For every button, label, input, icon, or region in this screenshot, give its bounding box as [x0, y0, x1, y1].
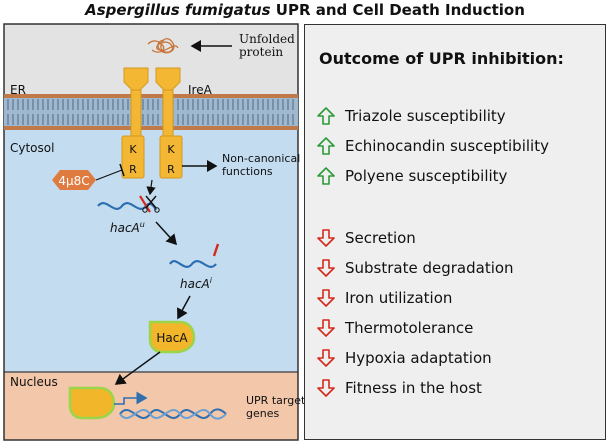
decreased-item-label: Substrate degradation: [345, 259, 514, 277]
hacA-i-mrna: [169, 260, 217, 268]
unfolded-protein-icon: [147, 38, 179, 54]
inhibitor-label: 4μ8C: [58, 174, 89, 188]
outcome-heading: Outcome of UPR inhibition:: [319, 49, 564, 68]
title-species: Aspergillus fumigatus: [85, 1, 271, 19]
er-lumen: [4, 24, 298, 96]
noncanonical-label: Non-canonical functions: [222, 152, 304, 178]
kinase-label-left: K: [129, 143, 137, 156]
increased-item-label: Triazole susceptibility: [345, 107, 506, 125]
irea-label: IreA: [188, 83, 213, 97]
figure-title: Aspergillus fumigatus UPR and Cell Death…: [0, 0, 610, 22]
decreased-item: Fitness in the host: [317, 377, 482, 399]
decreased-item-label: Hypoxia adaptation: [345, 349, 492, 367]
up-arrow-icon: [317, 167, 345, 185]
title-rest: UPR and Cell Death Induction: [270, 1, 525, 19]
increased-item: Echinocandin susceptibility: [317, 135, 549, 157]
increased-item-label: Echinocandin susceptibility: [345, 137, 549, 155]
outcome-panel: Outcome of UPR inhibition: Triazole susc…: [304, 24, 606, 440]
nucleus-haca: [68, 386, 116, 420]
decreased-item: Hypoxia adaptation: [317, 347, 492, 369]
arrow-translation: [177, 295, 191, 320]
hacA-u-label: hacAu: [110, 220, 145, 235]
haca-protein-label: HacA: [156, 331, 188, 345]
decreased-item: Substrate degradation: [317, 257, 514, 279]
kinase-label-right: K: [167, 143, 175, 156]
increased-item: Polyene susceptibility: [317, 165, 507, 187]
down-arrow-icon: [317, 349, 345, 367]
up-arrow-icon: [317, 137, 345, 155]
excised-intron: [212, 243, 220, 257]
er-membrane: [4, 94, 298, 130]
rnase-label-right: R: [167, 163, 175, 176]
nucleus-region: [4, 372, 298, 440]
scissors-icon: [142, 195, 160, 213]
decreased-item-label: Fitness in the host: [345, 379, 482, 397]
er-label: ER: [10, 83, 26, 97]
cytosol-label: Cytosol: [10, 141, 54, 155]
intron-marker: [139, 195, 151, 213]
transcription-arrow: [114, 391, 148, 405]
dna-helix-icon: [119, 408, 227, 420]
down-arrow-icon: [317, 379, 345, 397]
down-arrow-icon: [317, 319, 345, 337]
down-arrow-icon: [317, 229, 345, 247]
up-arrow-icon: [317, 107, 345, 125]
inhibitor-4u8c: 4μ8C: [52, 163, 125, 190]
rnase-label-left: R: [129, 163, 137, 176]
decreased-item: Thermotolerance: [317, 317, 473, 339]
nucleus-label: Nucleus: [10, 375, 58, 389]
arrow-splicing: [155, 221, 178, 246]
decreased-item: Iron utilization: [317, 287, 452, 309]
decreased-item-label: Secretion: [345, 229, 416, 247]
haca-protein: HacA: [148, 320, 196, 354]
down-arrow-icon: [317, 259, 345, 277]
decreased-item: Secretion: [317, 227, 416, 249]
target-genes-label: UPR target genes: [246, 394, 309, 420]
down-arrow-icon: [317, 289, 345, 307]
irea-dimer: [121, 67, 183, 179]
hacA-u-mrna: [97, 202, 157, 211]
decreased-item-label: Iron utilization: [345, 289, 453, 307]
hacA-i-label: hacAi: [180, 276, 213, 291]
increased-item: Triazole susceptibility: [317, 105, 506, 127]
decreased-item-label: Thermotolerance: [345, 319, 474, 337]
increased-item-label: Polyene susceptibility: [345, 167, 508, 185]
arrow-nuclear-import: [114, 351, 161, 385]
